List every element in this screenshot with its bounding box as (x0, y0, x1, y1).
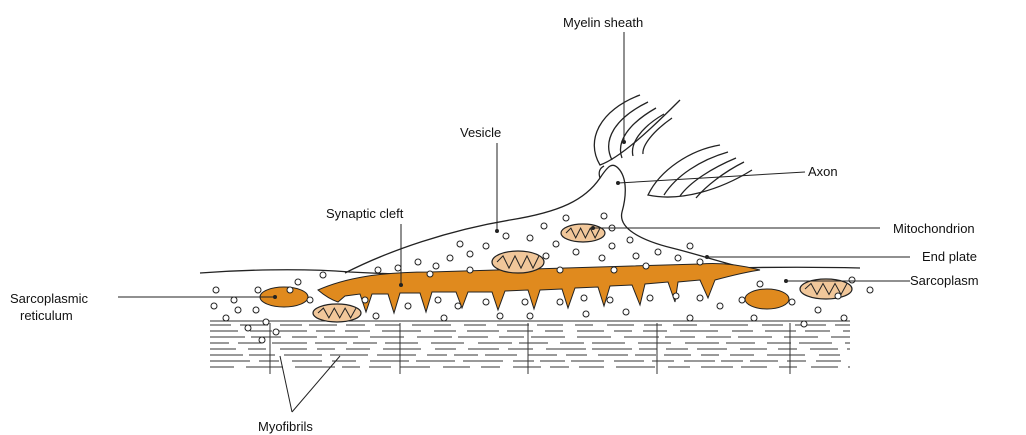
vesicle (573, 249, 579, 255)
vesicle (623, 309, 629, 315)
vesicle (375, 267, 381, 273)
myofibrils (210, 321, 850, 374)
vesicle (687, 315, 693, 321)
vesicle (655, 249, 661, 255)
vesicle (601, 213, 607, 219)
label-end-plate: End plate (922, 249, 977, 264)
vesicle (483, 299, 489, 305)
vesicle (255, 287, 261, 293)
vesicle (455, 303, 461, 309)
vesicle (673, 293, 679, 299)
vesicle (757, 281, 763, 287)
vesicle (527, 235, 533, 241)
vesicle (557, 267, 563, 273)
vesicle (675, 255, 681, 261)
vesicle (320, 272, 326, 278)
vesicle (557, 299, 563, 305)
label-synaptic-cleft: Synaptic cleft (326, 206, 404, 221)
vesicle (581, 295, 587, 301)
vesicle (447, 255, 453, 261)
mitochondrion (561, 224, 605, 242)
label-vesicle: Vesicle (460, 125, 501, 140)
vesicle (395, 265, 401, 271)
vesicle (789, 299, 795, 305)
vesicle (687, 243, 693, 249)
vesicle (362, 297, 368, 303)
sarcoplasmic-reticulum-right (745, 289, 789, 309)
vesicle (497, 313, 503, 319)
vesicle (697, 259, 703, 265)
mitochondrion (800, 279, 852, 299)
vesicle (273, 329, 279, 335)
vesicle (522, 299, 528, 305)
vesicle (697, 295, 703, 301)
vesicle (541, 223, 547, 229)
vesicle (295, 279, 301, 285)
vesicle (287, 287, 293, 293)
vesicle (867, 287, 873, 293)
vesicle (211, 303, 217, 309)
mitochondrion (492, 251, 544, 273)
vesicle (599, 255, 605, 261)
vesicle (627, 237, 633, 243)
label-sarcoplasmic-reticulum-1: Sarcoplasmic (10, 291, 89, 306)
vesicle (223, 315, 229, 321)
vesicle (231, 297, 237, 303)
vesicle (503, 233, 509, 239)
vesicle (527, 313, 533, 319)
label-mitochondrion: Mitochondrion (893, 221, 975, 236)
vesicle (441, 315, 447, 321)
vesicle (611, 267, 617, 273)
vesicle (609, 243, 615, 249)
vesicle (253, 307, 259, 313)
vesicle (563, 215, 569, 221)
label-sarcoplasm: Sarcoplasm (910, 273, 979, 288)
label-sarcoplasmic-reticulum-2: reticulum (20, 308, 73, 323)
vesicle (841, 315, 847, 321)
vesicle (543, 253, 549, 259)
vesicle (435, 297, 441, 303)
vesicle (263, 319, 269, 325)
mitochondrion (313, 304, 361, 322)
vesicle (467, 267, 473, 273)
label-myofibrils: Myofibrils (258, 419, 313, 434)
vesicle (717, 303, 723, 309)
vesicle (433, 263, 439, 269)
vesicle (849, 277, 855, 283)
vesicle (235, 307, 241, 313)
vesicle (643, 263, 649, 269)
vesicle (213, 287, 219, 293)
vesicle (259, 337, 265, 343)
synaptic-cleft-folds (318, 263, 760, 313)
label-myelin-sheath: Myelin sheath (563, 15, 643, 30)
vesicle (801, 321, 807, 327)
vesicle (633, 253, 639, 259)
label-axon: Axon (808, 164, 838, 179)
vesicle (307, 297, 313, 303)
vesicle (835, 293, 841, 299)
vesicle (553, 241, 559, 247)
vesicle (405, 303, 411, 309)
vesicle (739, 297, 745, 303)
vesicle (415, 259, 421, 265)
vesicle (647, 295, 653, 301)
vesicle (751, 315, 757, 321)
vesicle (583, 311, 589, 317)
vesicle (245, 325, 251, 331)
vesicle (607, 297, 613, 303)
vesicle (467, 251, 473, 257)
vesicle (373, 313, 379, 319)
vesicle (815, 307, 821, 313)
vesicle (427, 271, 433, 277)
vesicle (483, 243, 489, 249)
vesicle (457, 241, 463, 247)
